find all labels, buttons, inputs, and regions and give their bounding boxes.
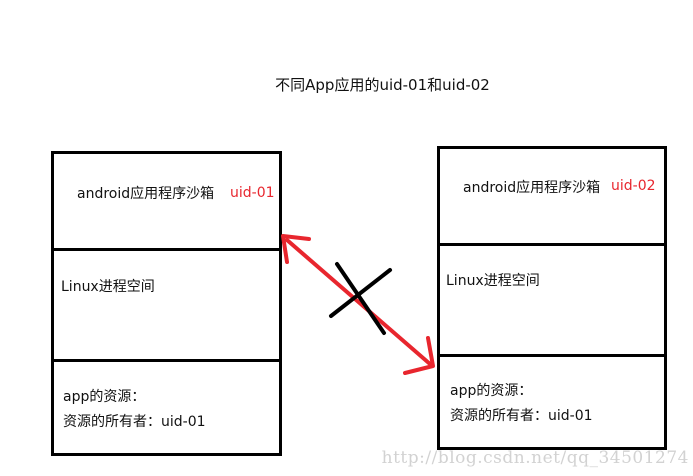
left-resources-label: app的资源：	[63, 389, 146, 405]
blocked-cross-icon	[329, 262, 392, 335]
right-divider-1	[440, 243, 664, 246]
left-owner-label: 资源的所有者：uid-01	[63, 414, 206, 430]
watermark: http://blog.csdn.net/qq_34501274	[381, 448, 689, 468]
left-process-label: Linux进程空间	[61, 279, 155, 295]
left-divider-1	[54, 248, 279, 251]
right-process-label: Linux进程空间	[446, 273, 540, 289]
left-uid-label: uid-01	[230, 185, 275, 201]
left-app-box	[51, 151, 282, 456]
right-app-box	[437, 146, 667, 450]
right-uid-label: uid-02	[611, 178, 656, 194]
bidirectional-arrow-icon	[281, 234, 435, 375]
right-owner-label: 资源的所有者：uid-01	[450, 408, 593, 424]
diagram-title: 不同App应用的uid-01和uid-02	[275, 76, 490, 94]
right-sandbox-label: android应用程序沙箱	[463, 180, 601, 196]
right-divider-2	[440, 354, 664, 357]
right-resources-label: app的资源：	[450, 383, 533, 399]
left-divider-2	[54, 359, 279, 362]
left-sandbox-label: android应用程序沙箱	[77, 186, 215, 202]
